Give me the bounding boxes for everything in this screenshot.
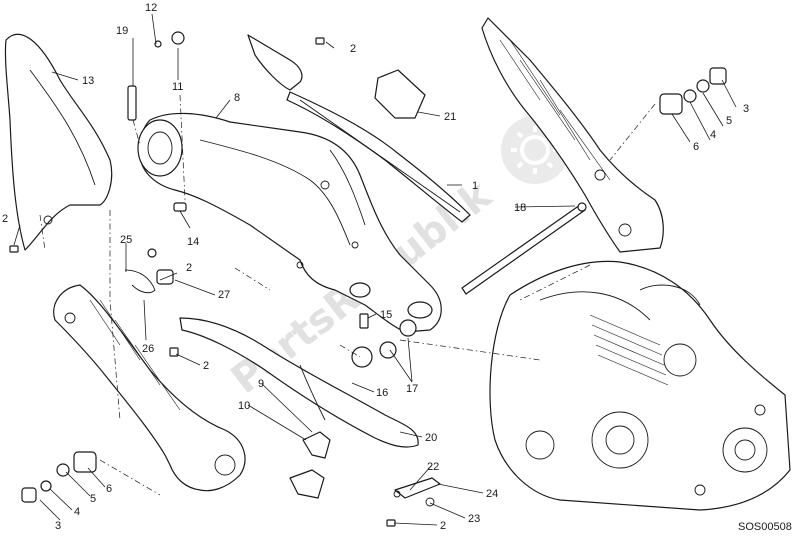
callout-2-top: 2 <box>350 43 356 55</box>
part-wire-clip <box>124 269 156 294</box>
leader-lines <box>13 13 737 526</box>
part-plate <box>374 69 426 119</box>
callout-24: 24 <box>486 488 498 500</box>
callout-15: 15 <box>380 309 392 321</box>
callout-19: 19 <box>116 25 128 37</box>
assembly-lines <box>39 94 656 496</box>
callout-25: 25 <box>120 234 132 246</box>
callout-8: 8 <box>234 92 240 104</box>
part-bushing-set-left <box>21 451 97 503</box>
part-frame-right <box>481 17 664 253</box>
part-engine <box>489 260 791 511</box>
callout-2-lower: 2 <box>203 360 209 372</box>
callout-5-right: 5 <box>726 115 732 127</box>
callout-3-right: 3 <box>743 103 749 115</box>
callout-1: 1 <box>472 180 478 192</box>
callout-2-mid: 2 <box>186 262 192 274</box>
callout-16: 16 <box>376 387 388 399</box>
callout-10: 10 <box>238 400 250 412</box>
callout-14: 14 <box>187 236 199 248</box>
part-spacers <box>351 319 417 368</box>
callout-26: 26 <box>142 343 154 355</box>
callout-3-left: 3 <box>55 520 61 532</box>
callout-9: 9 <box>258 378 264 390</box>
callout-6-right: 6 <box>693 141 699 153</box>
callout-4-right: 4 <box>710 129 716 141</box>
part-swingarm <box>137 112 442 333</box>
part-axle <box>461 202 587 295</box>
part-grommet <box>156 269 174 285</box>
callout-2-bottom: 2 <box>440 520 446 532</box>
part-footpeg-bracket <box>53 284 246 492</box>
callout-12: 12 <box>145 2 157 14</box>
callout-5-left: 5 <box>90 493 96 505</box>
part-upper-bracket <box>247 34 303 91</box>
part-clamp-10 <box>289 469 325 499</box>
callout-6-left: 6 <box>106 483 112 495</box>
callout-18: 18 <box>514 202 526 214</box>
part-chain-guard <box>4 33 113 251</box>
callout-20: 20 <box>425 432 437 444</box>
part-lower-guard <box>179 317 419 448</box>
callout-23: 23 <box>468 513 480 525</box>
callout-4-left: 4 <box>74 506 80 518</box>
callout-21: 21 <box>444 111 456 123</box>
drawing-code: SOS00508 <box>738 521 792 533</box>
part-chain-slider <box>286 91 471 223</box>
callout-labels: 13 8 1 2 21 18 19 12 11 3 5 4 6 2 14 25 … <box>2 2 749 532</box>
callout-2-left: 2 <box>2 213 8 225</box>
callout-27: 27 <box>218 289 230 301</box>
callout-13: 13 <box>82 75 94 87</box>
callout-11: 11 <box>172 81 183 93</box>
bolts <box>9 31 396 527</box>
callout-17: 17 <box>406 383 418 395</box>
callout-22: 22 <box>427 461 439 473</box>
part-clamp-9 <box>302 431 331 459</box>
